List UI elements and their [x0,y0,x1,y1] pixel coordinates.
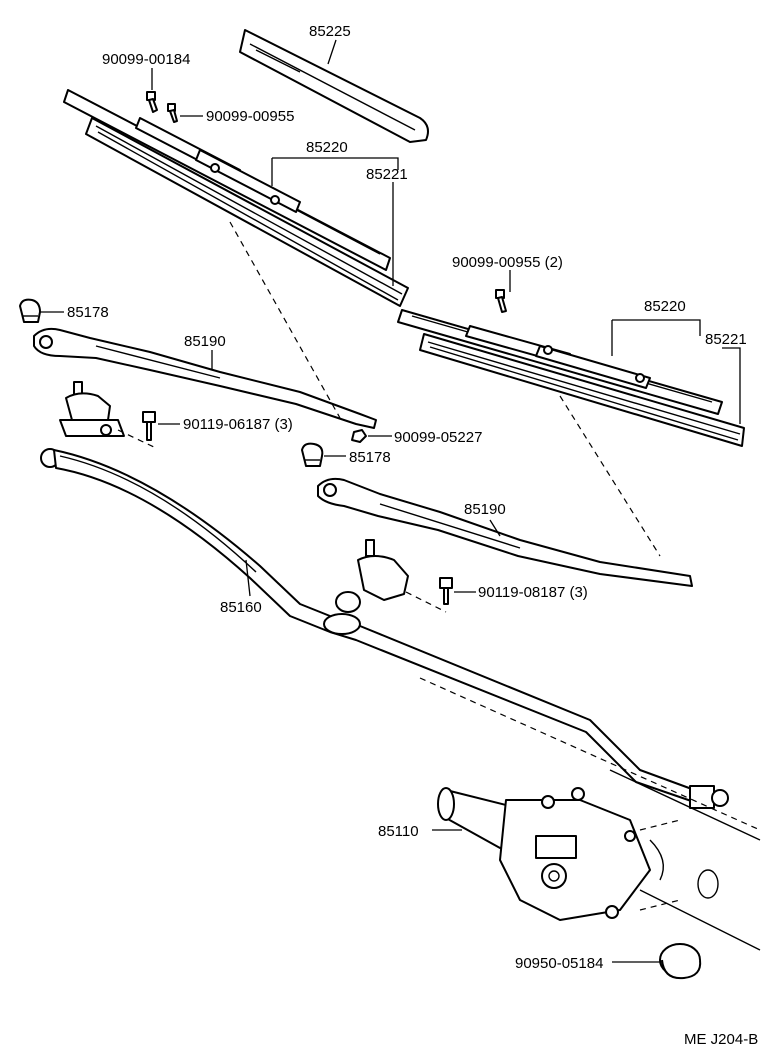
pivot-left [59,381,157,449]
label-85225: 85225 [309,23,351,40]
pivot-right [357,539,447,613]
wiper-link-85160 [40,448,729,809]
blade-spoiler-85225 [239,29,429,143]
label-90119-06187: 90119-06187 (3) [183,416,293,433]
label-85220-right: 85220 [644,298,686,315]
label-85221-right: 85221 [705,331,747,348]
bolt-90099-00955-top [167,103,178,123]
label-90099-00184: 90099-00184 [102,51,190,68]
bolt-90119-06187 [142,411,156,441]
label-85178-lower: 85178 [349,449,391,466]
wiper-blade-left-85220 [63,89,409,307]
grommet-90950-05184 [659,943,702,980]
label-90099-05227: 90099-05227 [394,429,482,446]
label-85190-left: 85190 [184,333,226,350]
label-90950-05184: 90950-05184 [515,955,603,972]
cap-85178-lower [301,442,324,467]
bolt-90099-00955-pair [495,289,507,313]
reference-code: ME J204-B [684,1031,758,1048]
label-85160: 85160 [220,599,262,616]
bolt-90119-08187 [439,577,453,605]
label-85221-left: 85221 [366,166,408,183]
label-85220-left: 85220 [306,139,348,156]
label-90119-08187: 90119-08187 (3) [478,584,588,601]
wiper-blade-right-85220 [397,309,745,447]
label-85190-right: 85190 [464,501,506,518]
body-reference-lines [419,677,761,951]
label-85110: 85110 [378,823,419,840]
nut-90099-05227 [351,429,367,443]
wiper-arm-right-85190 [317,477,693,587]
dashed-line-blade-to-left-arm [229,221,341,419]
label-90099-00955-pair: 90099-00955 (2) [452,254,563,271]
leaders [40,39,741,963]
dashed-line-blade-to-right-arm [559,395,661,557]
label-90099-00955-top: 90099-00955 [206,108,294,125]
label-85178-upper: 85178 [67,304,109,321]
cap-85178-upper [19,298,41,323]
wiper-motor-85110 [437,787,681,921]
wiper-arm-left-85190 [33,327,377,429]
bolt-90099-00184 [146,91,158,113]
